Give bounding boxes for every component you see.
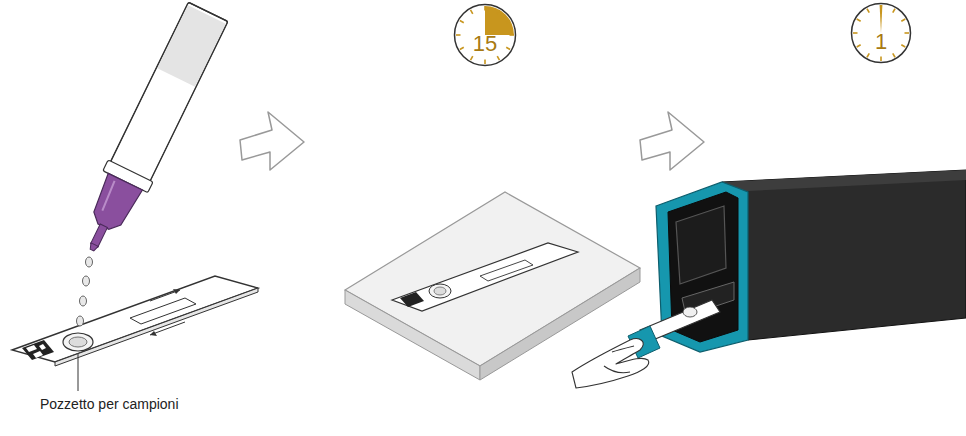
part-label: Pozzetto per campioni	[40, 396, 179, 413]
test-cassette	[12, 276, 258, 366]
flat-surface	[345, 192, 640, 380]
timer-minutes: 1	[875, 31, 887, 53]
drops	[77, 257, 93, 326]
timer-circle: 15	[453, 3, 517, 67]
dropper-tube	[70, 1, 231, 261]
leader-line	[78, 354, 79, 391]
reader-device	[656, 170, 966, 352]
timer-circle: 1	[850, 2, 912, 64]
step-arrow	[240, 112, 304, 170]
timer-minutes: 15	[473, 33, 497, 55]
hand	[572, 339, 649, 388]
inserted-cassette	[628, 300, 720, 358]
step-arrow	[640, 112, 704, 170]
test-cassette	[392, 243, 578, 311]
